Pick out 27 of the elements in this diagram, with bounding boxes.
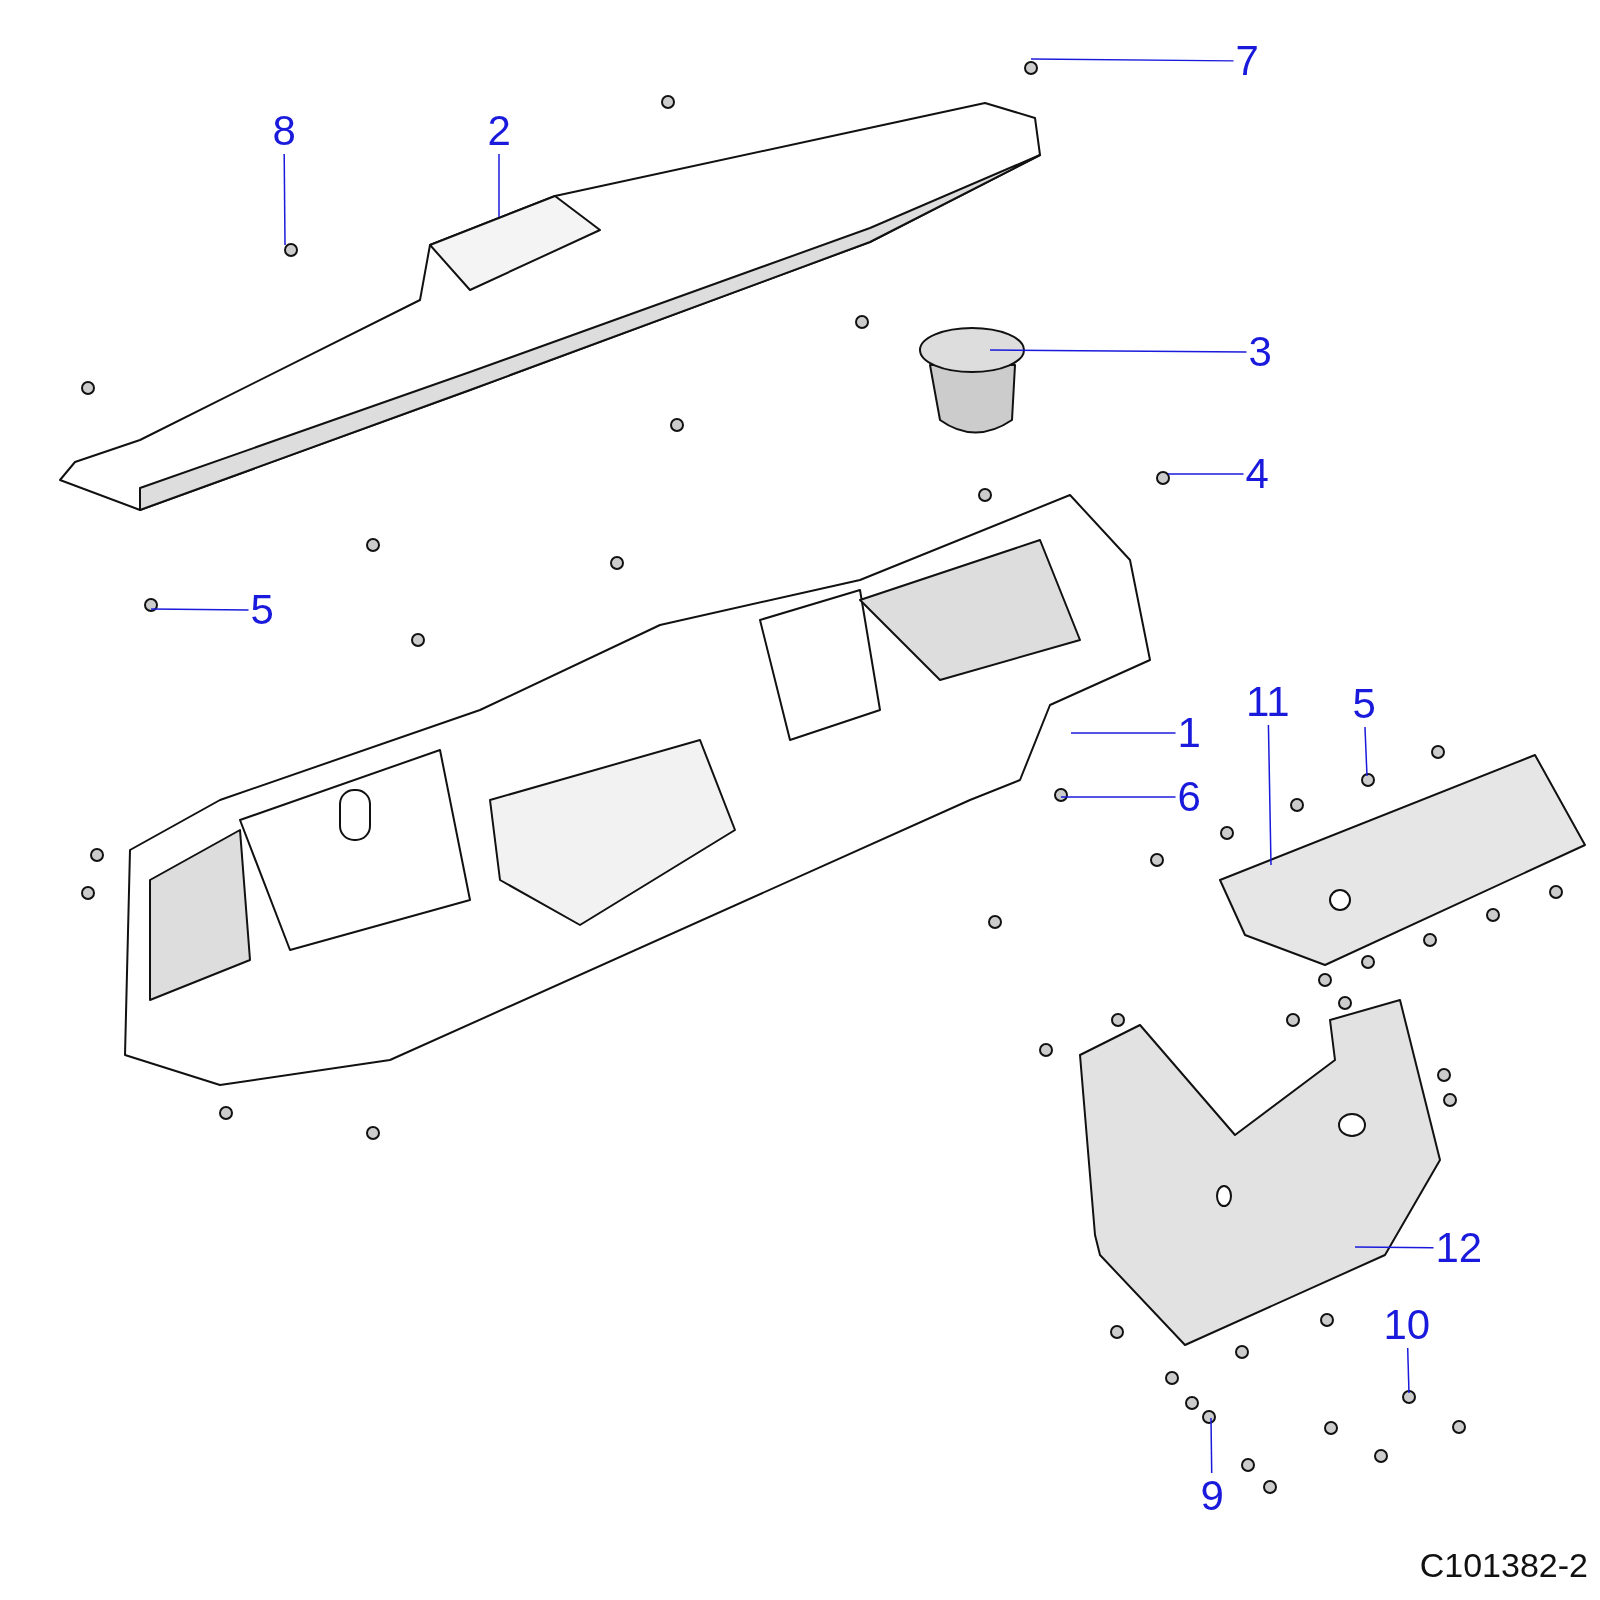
leader-line [150, 608, 250, 611]
callout-number: 5 [250, 589, 274, 631]
leader-line [1364, 726, 1368, 777]
callout-number: 4 [1245, 453, 1269, 495]
callout-number: 3 [1248, 331, 1272, 373]
callout-number: 9 [1200, 1475, 1224, 1517]
callout-number: 11 [1246, 681, 1290, 723]
leader-line [1030, 58, 1235, 62]
leader-line [283, 153, 286, 246]
leader-line [1060, 796, 1177, 798]
callout-number: 2 [487, 110, 511, 152]
leader-line [1267, 724, 1272, 866]
leader-line [1167, 473, 1245, 475]
callout-number: 1 [1177, 712, 1201, 754]
callout-number: 6 [1177, 776, 1201, 818]
callout-number: 12 [1435, 1227, 1483, 1269]
leader-line [1406, 1347, 1410, 1394]
callout-number: 10 [1383, 1304, 1431, 1346]
leader-line [1354, 1246, 1435, 1249]
callout-number: 7 [1235, 40, 1259, 82]
callout-number: 5 [1352, 683, 1376, 725]
leader-line [498, 153, 500, 218]
leader-line [1070, 732, 1177, 734]
leader-line [1210, 1417, 1213, 1474]
leader-line [989, 349, 1248, 353]
callout-number: 8 [272, 110, 296, 152]
drawing-number: C101382-2 [1419, 1546, 1588, 1585]
